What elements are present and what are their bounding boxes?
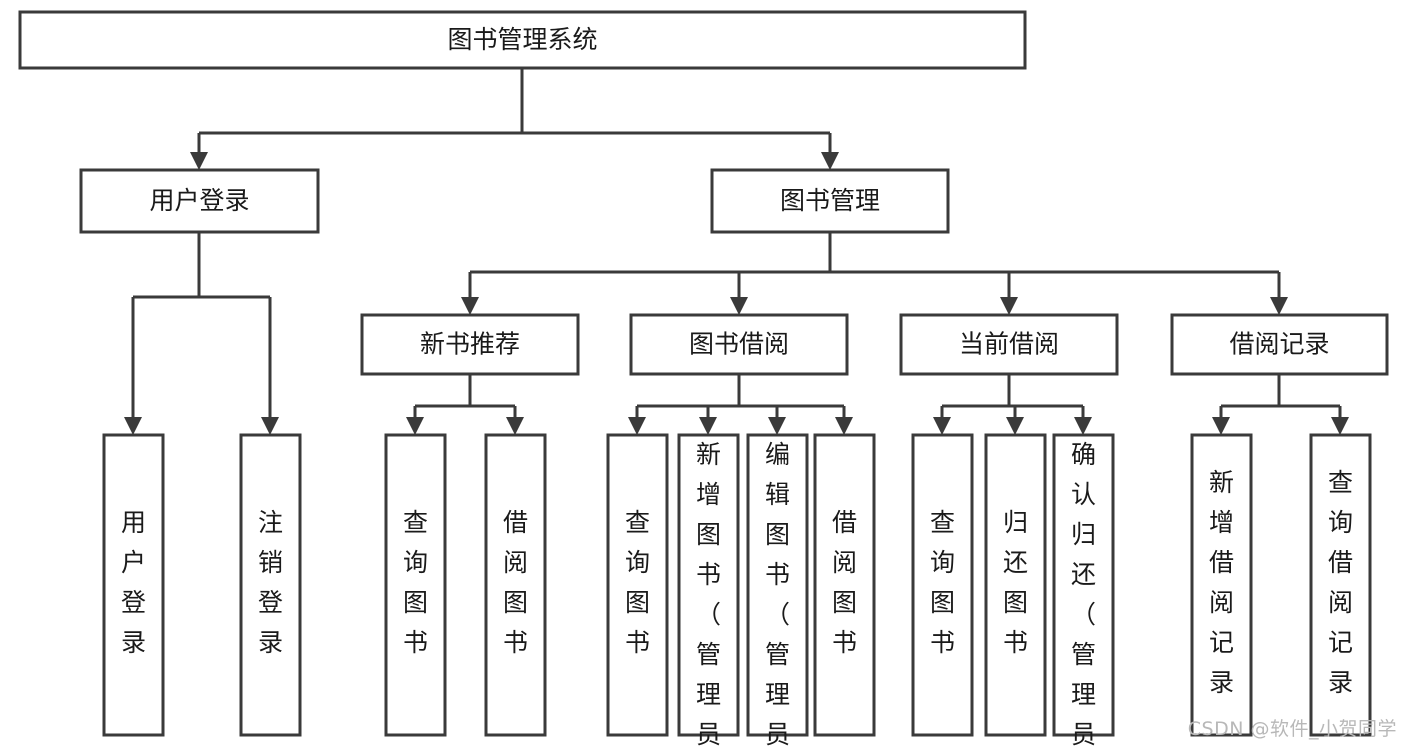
node-label-leaf-borrow-book-recommend: 借阅图书: [503, 508, 528, 657]
node-label-borrow-records: 借阅记录: [1229, 330, 1329, 359]
node-box-leaf-query-book-current[interactable]: [911, 433, 974, 737]
connector-layer: [124, 68, 1349, 435]
borrow-child-0-arrowhead: [628, 417, 646, 435]
root-child-0-arrowhead: [190, 152, 208, 170]
borrow-child-1-arrowhead: [699, 417, 717, 435]
borrow-child-3-arrowhead: [835, 417, 853, 435]
node-box-book-borrow[interactable]: [629, 313, 849, 376]
node-box-leaf-add-borrow-record[interactable]: [1190, 433, 1253, 737]
node-label-new-book-recommend: 新书推荐: [420, 330, 520, 359]
records-child-0-arrowhead: [1212, 417, 1230, 435]
node-label-leaf-confirm-return-admin: 确认归还（管理员）: [1071, 440, 1096, 747]
node-new-book-recommend[interactable]: 新书推荐: [360, 313, 580, 376]
node-box-leaf-query-borrow-record[interactable]: [1309, 433, 1372, 737]
node-box-borrow-records[interactable]: [1170, 313, 1389, 376]
csdn-watermark: CSDN @软件_小贺同学: [1187, 718, 1397, 740]
node-label-user-login: 用户登录: [149, 186, 249, 215]
records-child-1-arrowhead: [1331, 417, 1349, 435]
node-label-leaf-logout-login: 注销登录: [258, 508, 283, 657]
node-leaf-add-book-admin[interactable]: 新增图书（管理员）: [677, 433, 740, 747]
node-label-leaf-edit-book-admin: 编辑图书（管理员）: [765, 440, 790, 747]
node-box-current-borrow[interactable]: [899, 313, 1119, 376]
node-box-leaf-borrow-book[interactable]: [813, 433, 876, 737]
current-child-0-arrowhead: [933, 417, 951, 435]
node-box-leaf-query-book-borrow[interactable]: [606, 433, 669, 737]
node-label-leaf-borrow-book: 借阅图书: [832, 508, 857, 657]
node-root[interactable]: 图书管理系统: [18, 10, 1027, 70]
user-login-child-0-arrowhead: [124, 417, 142, 435]
current-child-1-arrowhead: [1006, 417, 1024, 435]
book-mgmt-child-2-arrowhead: [1000, 297, 1018, 315]
node-label-leaf-query-book-recommend: 查询图书: [403, 508, 428, 657]
node-leaf-add-borrow-record[interactable]: 新增借阅记录: [1190, 433, 1253, 737]
node-box-leaf-logout-login[interactable]: [239, 433, 302, 737]
node-label-leaf-query-book-current: 查询图书: [930, 508, 955, 657]
node-leaf-user-login[interactable]: 用户登录: [102, 433, 165, 737]
node-box-leaf-borrow-book-recommend[interactable]: [484, 433, 547, 737]
node-box-leaf-query-book-recommend[interactable]: [384, 433, 447, 737]
node-leaf-confirm-return-admin[interactable]: 确认归还（管理员）: [1052, 433, 1115, 747]
book-mgmt-child-3-arrowhead: [1270, 297, 1288, 315]
node-label-leaf-query-borrow-record: 查询借阅记录: [1328, 468, 1353, 697]
node-leaf-query-book-recommend[interactable]: 查询图书: [384, 433, 447, 737]
node-label-leaf-user-login: 用户登录: [121, 508, 146, 657]
node-box-leaf-confirm-return-admin[interactable]: [1052, 433, 1115, 737]
root-child-1-arrowhead: [821, 152, 839, 170]
node-leaf-return-book[interactable]: 归还图书: [984, 433, 1047, 737]
node-box-leaf-add-book-admin[interactable]: [677, 433, 740, 737]
node-box-user-login[interactable]: [79, 168, 320, 234]
node-box-leaf-edit-book-admin[interactable]: [746, 433, 809, 737]
node-label-leaf-add-book-admin: 新增图书（管理员）: [696, 440, 721, 747]
node-book-borrow[interactable]: 图书借阅: [629, 313, 849, 376]
recommend-child-0-arrowhead: [406, 417, 424, 435]
node-box-leaf-return-book[interactable]: [984, 433, 1047, 737]
node-leaf-borrow-book-recommend[interactable]: 借阅图书: [484, 433, 547, 737]
node-current-borrow[interactable]: 当前借阅: [899, 313, 1119, 376]
user-login-child-1-arrowhead: [261, 417, 279, 435]
node-box-book-management[interactable]: [710, 168, 950, 234]
current-child-2-arrowhead: [1074, 417, 1092, 435]
node-label-leaf-add-borrow-record: 新增借阅记录: [1209, 468, 1234, 697]
node-book-management[interactable]: 图书管理: [710, 168, 950, 234]
node-label-root: 图书管理系统: [447, 25, 597, 54]
node-user-login[interactable]: 用户登录: [79, 168, 320, 234]
node-leaf-query-book-current[interactable]: 查询图书: [911, 433, 974, 737]
node-leaf-query-book-borrow[interactable]: 查询图书: [606, 433, 669, 737]
book-mgmt-child-1-arrowhead: [730, 297, 748, 315]
node-borrow-records[interactable]: 借阅记录: [1170, 313, 1389, 376]
node-label-book-borrow: 图书借阅: [689, 330, 789, 359]
node-box-root[interactable]: [18, 10, 1027, 70]
node-layer: 图书管理系统用户登录图书管理新书推荐图书借阅当前借阅借阅记录用户登录注销登录查询…: [18, 10, 1389, 747]
node-leaf-edit-book-admin[interactable]: 编辑图书（管理员）: [746, 433, 809, 747]
node-leaf-query-borrow-record[interactable]: 查询借阅记录: [1309, 433, 1372, 737]
node-leaf-borrow-book[interactable]: 借阅图书: [813, 433, 876, 737]
borrow-child-2-arrowhead: [768, 417, 786, 435]
node-box-leaf-user-login[interactable]: [102, 433, 165, 737]
node-label-current-borrow: 当前借阅: [959, 330, 1059, 359]
node-box-new-book-recommend[interactable]: [360, 313, 580, 376]
node-label-leaf-return-book: 归还图书: [1003, 508, 1028, 657]
book-mgmt-child-0-arrowhead: [461, 297, 479, 315]
node-leaf-logout-login[interactable]: 注销登录: [239, 433, 302, 737]
recommend-child-1-arrowhead: [506, 417, 524, 435]
node-label-book-management: 图书管理: [780, 186, 880, 215]
node-label-leaf-query-book-borrow: 查询图书: [625, 508, 650, 657]
